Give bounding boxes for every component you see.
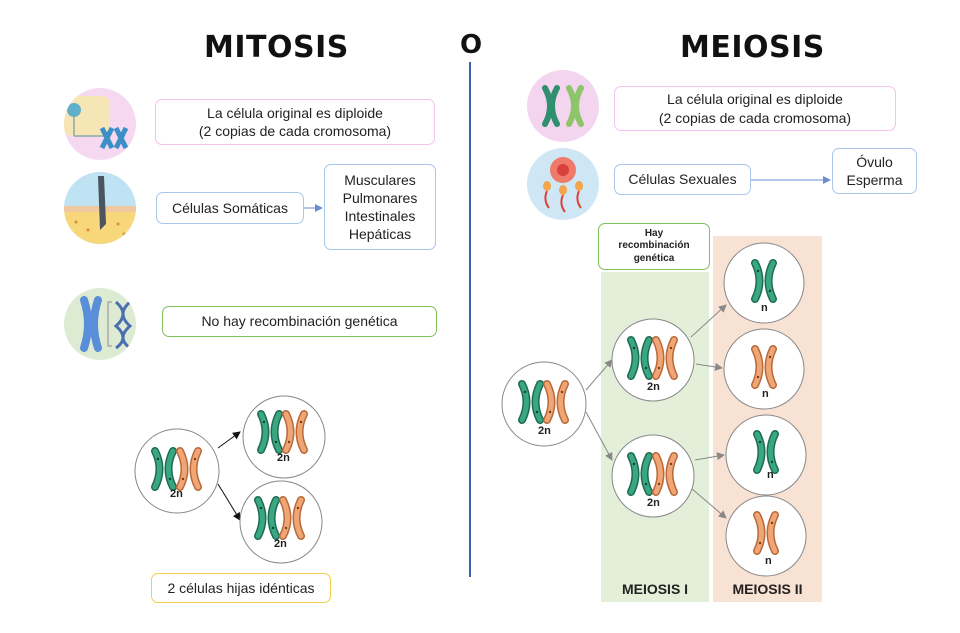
meiosis-i-cell-1	[611, 318, 695, 402]
somatic-types-box: Musculares Pulmonares Intestinales Hepát…	[324, 164, 436, 250]
mitosis-result-box: 2 células hijas idénticas	[151, 573, 331, 603]
meiosis-ii-cell2-ploidy: n	[762, 388, 769, 400]
gamete-sperm: Esperma	[846, 172, 903, 188]
mitosis-result-label: 2 células hijas idénticas	[167, 579, 315, 596]
mitosis-diploid-line2: (2 copias de cada cromosoma)	[198, 123, 392, 139]
meiosis-diploid-line2: (2 copias de cada cromosoma)	[658, 109, 852, 126]
separator-o: O	[460, 30, 483, 60]
no-recombination-label: No hay recombinación genética	[201, 313, 398, 330]
meiosis-parent-ploidy: 2n	[538, 425, 551, 437]
gametes-box: Óvulo Esperma	[832, 148, 917, 194]
mitosis-parent-ploidy: 2n	[170, 488, 183, 500]
mitosis-daughter1-ploidy: 2n	[277, 452, 290, 464]
mitosis-daughter-cell-1	[242, 395, 326, 479]
somatic-type-liver: Hepáticas	[348, 226, 412, 243]
meiosis-i-cell2-ploidy: 2n	[647, 497, 660, 509]
recombination-box: Hay recombinación genética	[598, 223, 710, 270]
meiosis-ii-cell1-ploidy: n	[761, 302, 768, 314]
meiosis-arrow-1	[585, 359, 613, 391]
meiosis-ii-cell3-ploidy: n	[767, 469, 774, 481]
recombination-line1: Hay	[644, 227, 664, 239]
meiosis-ii-label: MEIOSIS II	[732, 581, 803, 597]
meiosis-i-label: MEIOSIS I	[621, 581, 689, 597]
chromosome-dna-icon	[64, 288, 136, 360]
meiosis-arrow-4	[695, 362, 723, 371]
diploid-chromosomes-icon	[527, 70, 599, 142]
egg-sperm-icon	[527, 148, 599, 220]
no-recombination-box: No hay recombinación genética	[162, 306, 437, 337]
meiosis-title: MEIOSIS	[680, 30, 825, 65]
somatic-type-intestine: Intestinales	[344, 208, 416, 224]
somatic-type-muscle: Musculares	[344, 171, 416, 188]
somatic-cells-label: Células Somáticas	[172, 199, 288, 216]
meiosis-ii-cell-2	[723, 328, 805, 410]
meiosis-ii-cell4-ploidy: n	[765, 555, 772, 567]
meiosis-i-cell1-ploidy: 2n	[647, 381, 660, 393]
meiosis-ii-cell-3	[725, 414, 807, 496]
somatic-cells-box: Células Somáticas	[156, 192, 304, 224]
meiosis-ii-cell-1	[723, 242, 805, 324]
meiosis-ii-cell-4	[725, 495, 807, 577]
mitosis-daughter-cell-2	[239, 480, 323, 564]
sex-cells-box: Células Sexuales	[614, 164, 751, 195]
somatic-type-lung: Pulmonares	[342, 189, 418, 206]
recombination-line3: genética	[633, 252, 675, 264]
sex-cells-label: Células Sexuales	[628, 171, 737, 188]
meiosis-diploid-box: La célula original es diploide (2 copias…	[614, 86, 896, 131]
diploid-cell-icon	[64, 88, 136, 160]
recombination-line2: recombinación	[618, 240, 690, 252]
mitosis-arrow-bottom	[217, 483, 241, 521]
gamete-egg: Óvulo	[856, 153, 893, 170]
mitosis-title: MITOSIS	[204, 30, 349, 65]
mitosis-parent-cell	[134, 428, 220, 514]
meiosis-arrow-5	[694, 452, 725, 461]
meiosis-diploid-line1: La célula original es diploide	[667, 91, 843, 108]
meiosis-arrow-2	[585, 411, 613, 461]
center-divider	[469, 62, 471, 577]
mitosis-diploid-box: La célula original es diploide (2 copias…	[155, 99, 435, 145]
meiosis-i-cell-2	[611, 434, 695, 518]
skin-hair-icon	[64, 172, 136, 244]
meiosis-parent-cell	[501, 361, 587, 447]
meiosis-arrow-6	[690, 487, 727, 519]
mitosis-diploid-line1: La célula original es diploide	[207, 104, 383, 121]
mitosis-daughter2-ploidy: 2n	[274, 538, 287, 550]
meiosis-arrow-3	[690, 304, 727, 338]
mitosis-arrow-top	[217, 431, 241, 449]
